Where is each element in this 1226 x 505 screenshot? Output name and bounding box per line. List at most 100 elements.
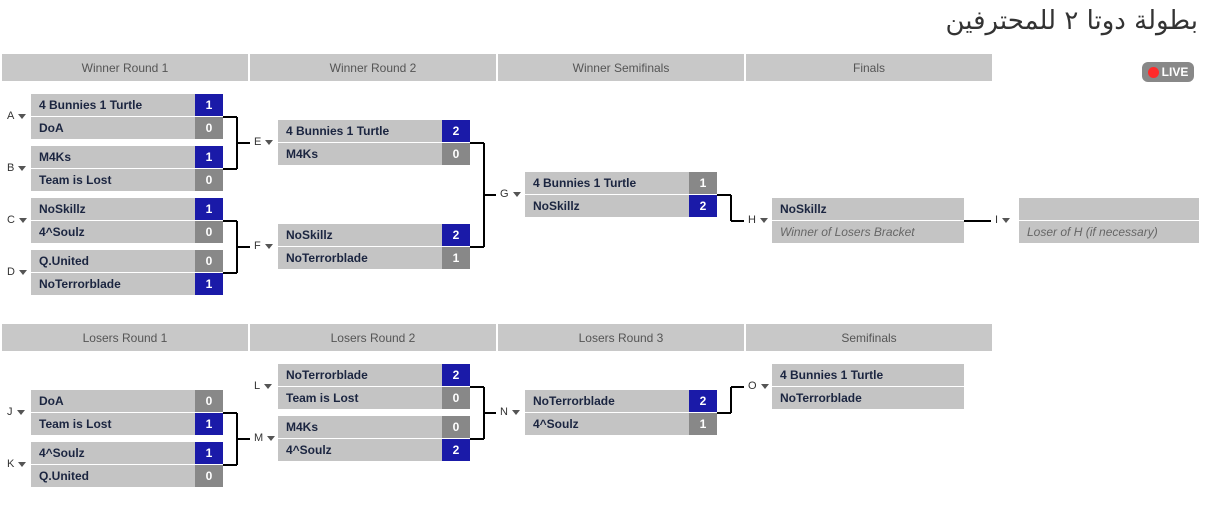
team-name: NoTerrorblade [780, 391, 862, 405]
team-name: M4Ks [286, 147, 319, 161]
match-label-d[interactable]: D [7, 266, 27, 278]
round-header-loser-4: Semifinals [746, 324, 992, 351]
team-name: NoTerrorblade [286, 368, 368, 382]
match-id: K [7, 458, 15, 470]
match-g-top-team[interactable]: 4 Bunnies 1 Turtle 1 [525, 172, 717, 194]
match-id: L [254, 380, 261, 392]
match-i-top-team[interactable] [1019, 198, 1199, 220]
match-label-n[interactable]: N [500, 406, 520, 418]
team-score: 0 [442, 416, 470, 438]
match-o-bottom-team[interactable]: NoTerrorblade [772, 387, 964, 409]
team-score: 2 [442, 120, 470, 142]
team-name: NoTerrorblade [286, 251, 368, 265]
team-score: 1 [195, 413, 223, 435]
match-label-f[interactable]: F [254, 240, 273, 252]
team-name: Team is Lost [39, 417, 112, 431]
team-name: NoTerrorblade [39, 277, 121, 291]
match-label-i[interactable]: I [995, 214, 1011, 226]
match-b-bottom-team[interactable]: Team is Lost 0 [31, 169, 223, 191]
match-label-c[interactable]: C [7, 214, 27, 226]
match-o-top-team[interactable]: 4 Bunnies 1 Turtle [772, 364, 964, 386]
live-label: LIVE [1161, 65, 1189, 79]
team-name: 4 Bunnies 1 Turtle [533, 176, 637, 190]
team-name: 4 Bunnies 1 Turtle [780, 368, 884, 382]
match-h-bottom-team[interactable]: Winner of Losers Bracket [772, 221, 964, 243]
team-score: 1 [195, 198, 223, 220]
team-name: 4^Soulz [39, 446, 85, 460]
match-g-bottom-team[interactable]: NoSkillz 2 [525, 195, 717, 217]
chevron-down-icon [264, 243, 273, 249]
chevron-down-icon [16, 409, 25, 415]
match-label-e[interactable]: E [254, 136, 274, 148]
match-id: J [7, 406, 13, 418]
match-h-top-team[interactable]: NoSkillz [772, 198, 964, 220]
team-score: 1 [195, 94, 223, 116]
match-id: D [7, 266, 15, 278]
match-label-l[interactable]: L [254, 380, 273, 392]
team-score: 0 [195, 169, 223, 191]
team-score: 1 [689, 172, 717, 194]
team-name: NoSkillz [39, 202, 86, 216]
team-score: 0 [195, 221, 223, 243]
match-label-a[interactable]: A [7, 110, 27, 122]
team-score: 0 [195, 250, 223, 272]
match-i-bottom-team[interactable]: Loser of H (if necessary) [1019, 221, 1199, 243]
match-label-o[interactable]: O [748, 380, 769, 392]
match-id: F [254, 240, 261, 252]
match-n-bottom-team[interactable]: 4^Soulz 1 [525, 413, 717, 435]
live-dot-icon [1147, 66, 1159, 78]
chevron-down-icon [1002, 217, 1011, 223]
team-name: Team is Lost [39, 173, 112, 187]
live-badge[interactable]: LIVE [1142, 62, 1194, 82]
match-label-k[interactable]: K [7, 458, 27, 470]
chevron-down-icon [265, 139, 274, 145]
team-name: 4 Bunnies 1 Turtle [286, 124, 390, 138]
team-name: DoA [39, 394, 64, 408]
match-label-m[interactable]: M [254, 432, 276, 444]
match-c-top-team[interactable]: NoSkillz 1 [31, 198, 223, 220]
team-score: 1 [195, 146, 223, 168]
team-score: 0 [442, 387, 470, 409]
match-label-b[interactable]: B [7, 162, 27, 174]
match-f-bottom-team[interactable]: NoTerrorblade 1 [278, 247, 470, 269]
match-id: O [748, 380, 757, 392]
team-score: 1 [195, 273, 223, 295]
match-d-bottom-team[interactable]: NoTerrorblade 1 [31, 273, 223, 295]
team-name: NoTerrorblade [533, 394, 615, 408]
match-e-top-team[interactable]: 4 Bunnies 1 Turtle 2 [278, 120, 470, 142]
match-label-j[interactable]: J [7, 406, 25, 418]
match-label-h[interactable]: H [748, 214, 768, 226]
team-score: 1 [442, 247, 470, 269]
team-name: 4^Soulz [533, 417, 579, 431]
match-label-g[interactable]: G [500, 188, 521, 200]
team-score: 0 [195, 465, 223, 487]
match-id: M [254, 432, 264, 444]
chevron-down-icon [760, 383, 769, 389]
chevron-down-icon [264, 383, 273, 389]
match-j-bottom-team[interactable]: Team is Lost 1 [31, 413, 223, 435]
chevron-down-icon [18, 113, 27, 119]
team-name: NoSkillz [533, 199, 580, 213]
match-l-top-team[interactable]: NoTerrorblade 2 [278, 364, 470, 386]
match-id: N [500, 406, 508, 418]
team-score: 2 [689, 195, 717, 217]
match-id: B [7, 162, 15, 174]
team-score: 1 [689, 413, 717, 435]
round-header-winner-2: Winner Round 2 [250, 54, 496, 81]
chevron-down-icon [759, 217, 768, 223]
team-score: 2 [442, 364, 470, 386]
